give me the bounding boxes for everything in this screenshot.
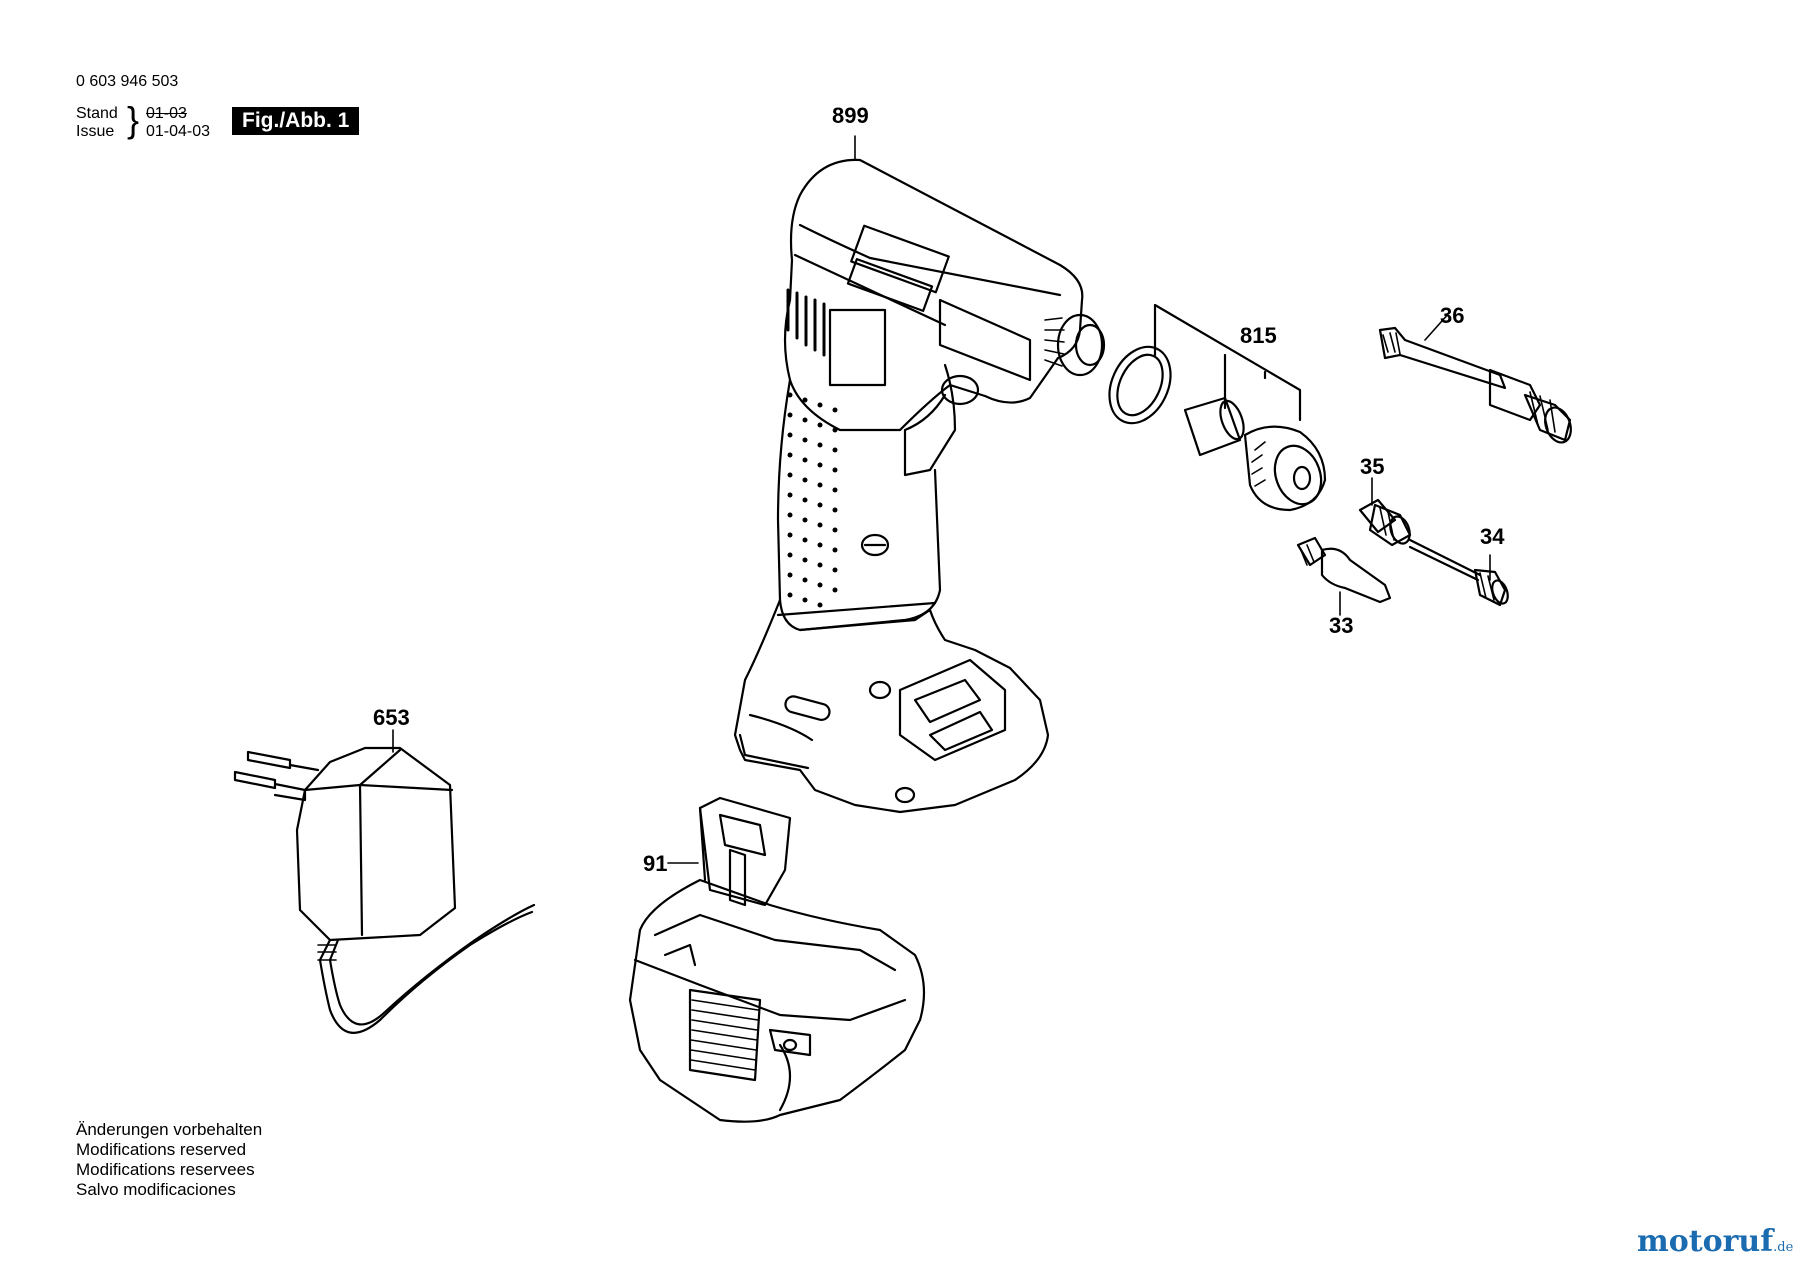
part-label-653: 653 xyxy=(373,705,410,730)
modification-notes: Änderungen vorbehalten Modifications res… xyxy=(76,1120,262,1200)
charger-drawing xyxy=(233,746,536,1034)
header-brace: } xyxy=(127,99,140,140)
part-label-35: 35 xyxy=(1360,454,1385,479)
part-label-91: 91 xyxy=(643,851,668,876)
note-line-es: Salvo modificaciones xyxy=(76,1180,236,1199)
stand-label: Stand xyxy=(76,105,118,122)
stand-date: 01-03 xyxy=(146,105,187,122)
part-number: 0 603 946 503 xyxy=(76,73,179,90)
hose-adapter-drawing xyxy=(1378,311,1572,444)
watermark-logo: motoruf.de xyxy=(1637,1224,1793,1259)
issue-label: Issue xyxy=(76,123,115,140)
watermark-main: motoruf xyxy=(1637,1224,1774,1259)
figure-label: Fig./Abb. 1 xyxy=(232,107,360,135)
needle-adapter-drawing xyxy=(1408,538,1509,607)
note-line-fr: Modifications reservees xyxy=(76,1160,255,1179)
part-label-33: 33 xyxy=(1329,613,1354,638)
leader-lines xyxy=(392,135,856,864)
part-label-899: 899 xyxy=(832,103,869,128)
watermark-suffix: .de xyxy=(1773,1240,1794,1255)
tool-housing-drawing xyxy=(733,158,1106,814)
accessory-set-drawing xyxy=(1108,303,1327,512)
valve-adapter-drawing xyxy=(1358,477,1412,547)
part-label-815: 815 xyxy=(1240,323,1277,348)
note-line-en: Modifications reserved xyxy=(76,1140,247,1159)
part-label-36: 36 xyxy=(1440,303,1465,328)
issue-date: 01-04-03 xyxy=(146,123,211,140)
part-label-34: 34 xyxy=(1480,524,1505,549)
cone-nozzle-drawing xyxy=(1296,536,1392,616)
note-line-de: Änderungen vorbehalten xyxy=(76,1120,263,1139)
battery-pack-drawing xyxy=(628,796,926,1123)
